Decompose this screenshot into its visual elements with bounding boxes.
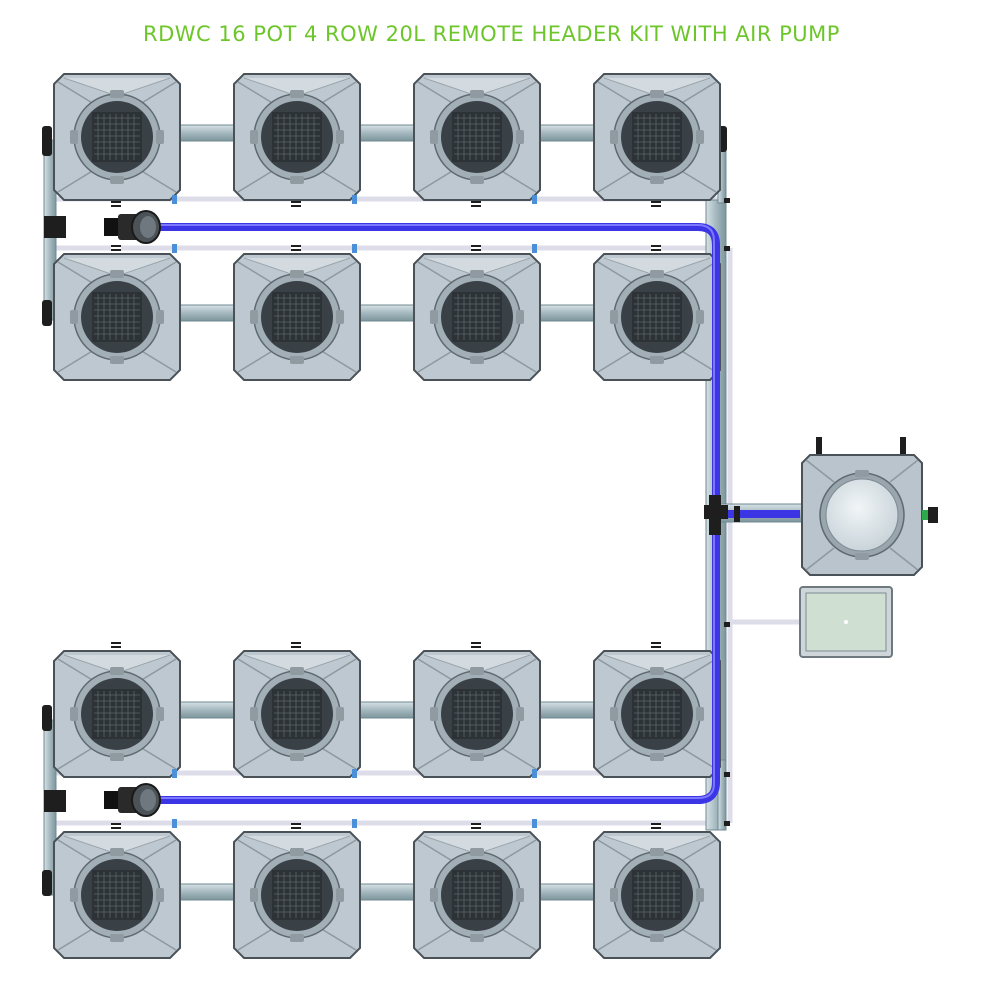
pot-icon <box>53 650 181 778</box>
pot-icon <box>53 831 181 959</box>
pot-icon <box>53 73 181 201</box>
pot-icon <box>233 73 361 201</box>
pot-icon <box>593 73 721 201</box>
pot-icon <box>593 253 721 381</box>
pot-icon <box>53 253 181 381</box>
pot-icon <box>233 253 361 381</box>
pot-icon <box>413 253 541 381</box>
grommets <box>111 195 730 829</box>
pot-icon <box>233 650 361 778</box>
air-stone-icon <box>103 210 161 244</box>
pot-icon <box>593 650 721 778</box>
header-tank-icon <box>801 437 938 576</box>
air-pump-icon <box>799 586 893 658</box>
air-stone-fitting <box>44 790 66 812</box>
left-side-pipes <box>42 126 57 896</box>
diagram-title: RDWC 16 POT 4 ROW 20L REMOTE HEADER KIT … <box>143 22 840 46</box>
pot-icon <box>413 831 541 959</box>
pot-icon <box>233 831 361 959</box>
air-stone-fitting <box>44 216 66 238</box>
pot-icon <box>413 650 541 778</box>
tee-fitting <box>704 495 740 535</box>
pot-icon <box>413 73 541 201</box>
pot-icon <box>593 831 721 959</box>
air-stone-icon <box>103 783 161 817</box>
